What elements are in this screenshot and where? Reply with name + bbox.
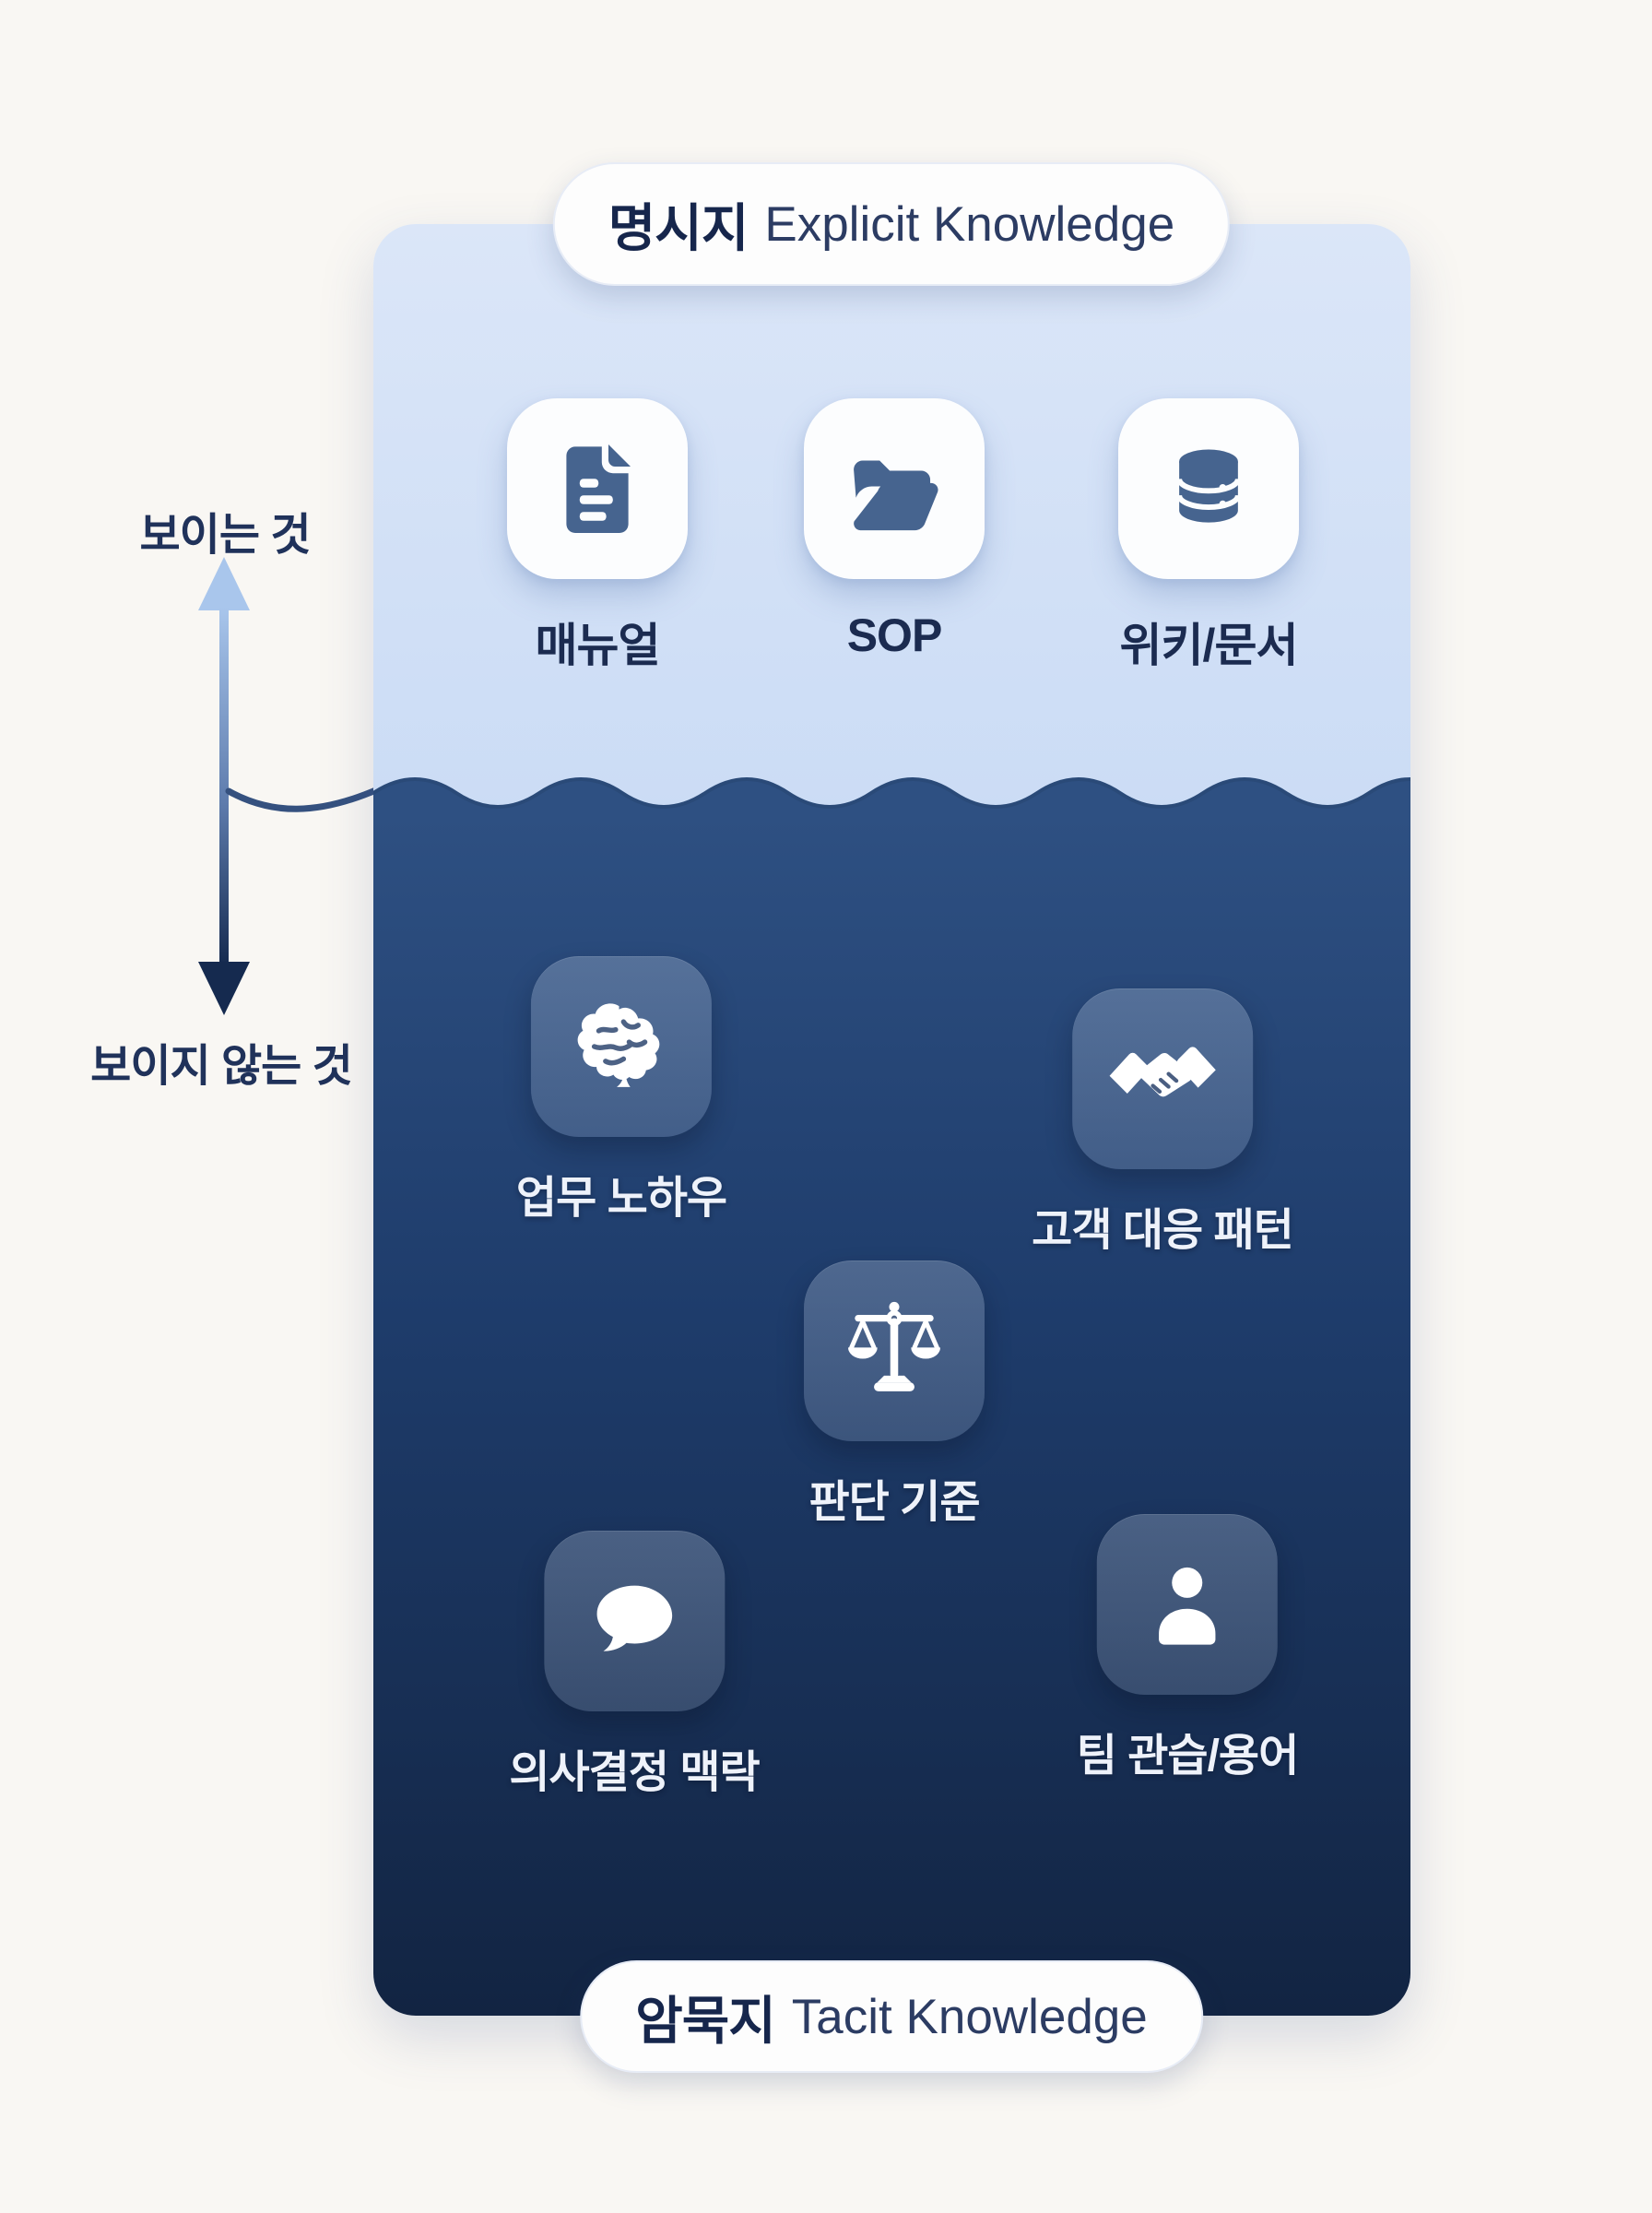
invisible-side-label: 보이지 않는 것 [90,1042,353,1091]
tacit-knowledge-badge: 암묵지 Tacit Knowledge [580,1960,1203,2073]
database-icon [1176,449,1241,523]
tacit-badge-english: Tacit Knowledge [791,1989,1148,2044]
arrow-shaft [219,607,229,966]
knowhow-tile [530,956,712,1137]
team-terms-tile [1096,1514,1278,1695]
wiki-label: 위키/문서 [1119,620,1299,671]
speech-bubble-icon [596,1585,672,1651]
handshake-icon [1109,1047,1216,1097]
sop-tile [804,398,985,579]
judgment-tile [804,1260,985,1441]
waterline-connector-line [225,786,382,812]
tacit-item-knowhow: 업무 노하우 [515,956,727,1225]
sop-label: SOP [846,609,943,661]
explicit-knowledge-badge: 명시지 Explicit Knowledge [552,162,1231,286]
customer-pattern-label: 고객 대응 패턴 [1032,1206,1294,1255]
decision-context-tile [543,1531,725,1711]
brain-icon [577,1003,660,1087]
knowledge-panel [373,224,1410,2016]
customer-pattern-tile [1071,988,1253,1169]
up-arrowhead [198,557,250,610]
manual-tile [507,398,688,579]
visible-side-label: 보이는 것 [139,511,312,560]
judgment-label: 판단 기준 [808,1478,981,1527]
knowhow-label: 업무 노하우 [515,1174,727,1223]
explicit-badge-korean: 명시지 [608,198,749,257]
explicit-badge-english: Explicit Knowledge [764,196,1175,252]
team-terms-label: 팀 관습/용어 [1076,1732,1299,1781]
scales-icon [847,1301,941,1391]
tacit-item-customer-pattern: 고객 대응 패턴 [1032,988,1294,1258]
explicit-item-wiki: 위키/문서 [1118,398,1299,675]
explicit-item-sop: SOP [804,398,985,662]
up-down-arrow-icon [198,557,250,1015]
waterline-wave [373,777,1410,815]
folder-icon [854,460,938,531]
explicit-item-manual: 매뉴얼 [507,398,688,675]
tacit-item-judgment: 판단 기준 [804,1260,985,1530]
tacit-zone [373,811,1410,2016]
wiki-tile [1118,398,1299,579]
tacit-badge-korean: 암묵지 [635,1991,776,2050]
document-icon [566,444,631,533]
tacit-item-team-terms: 팀 관습/용어 [1076,1514,1299,1783]
person-icon [1159,1567,1216,1645]
manual-label: 매뉴얼 [535,620,661,671]
tacit-item-decision-context: 의사결정 맥락 [509,1531,761,1800]
decision-context-label: 의사결정 맥락 [509,1748,760,1797]
down-arrowhead [198,962,250,1015]
